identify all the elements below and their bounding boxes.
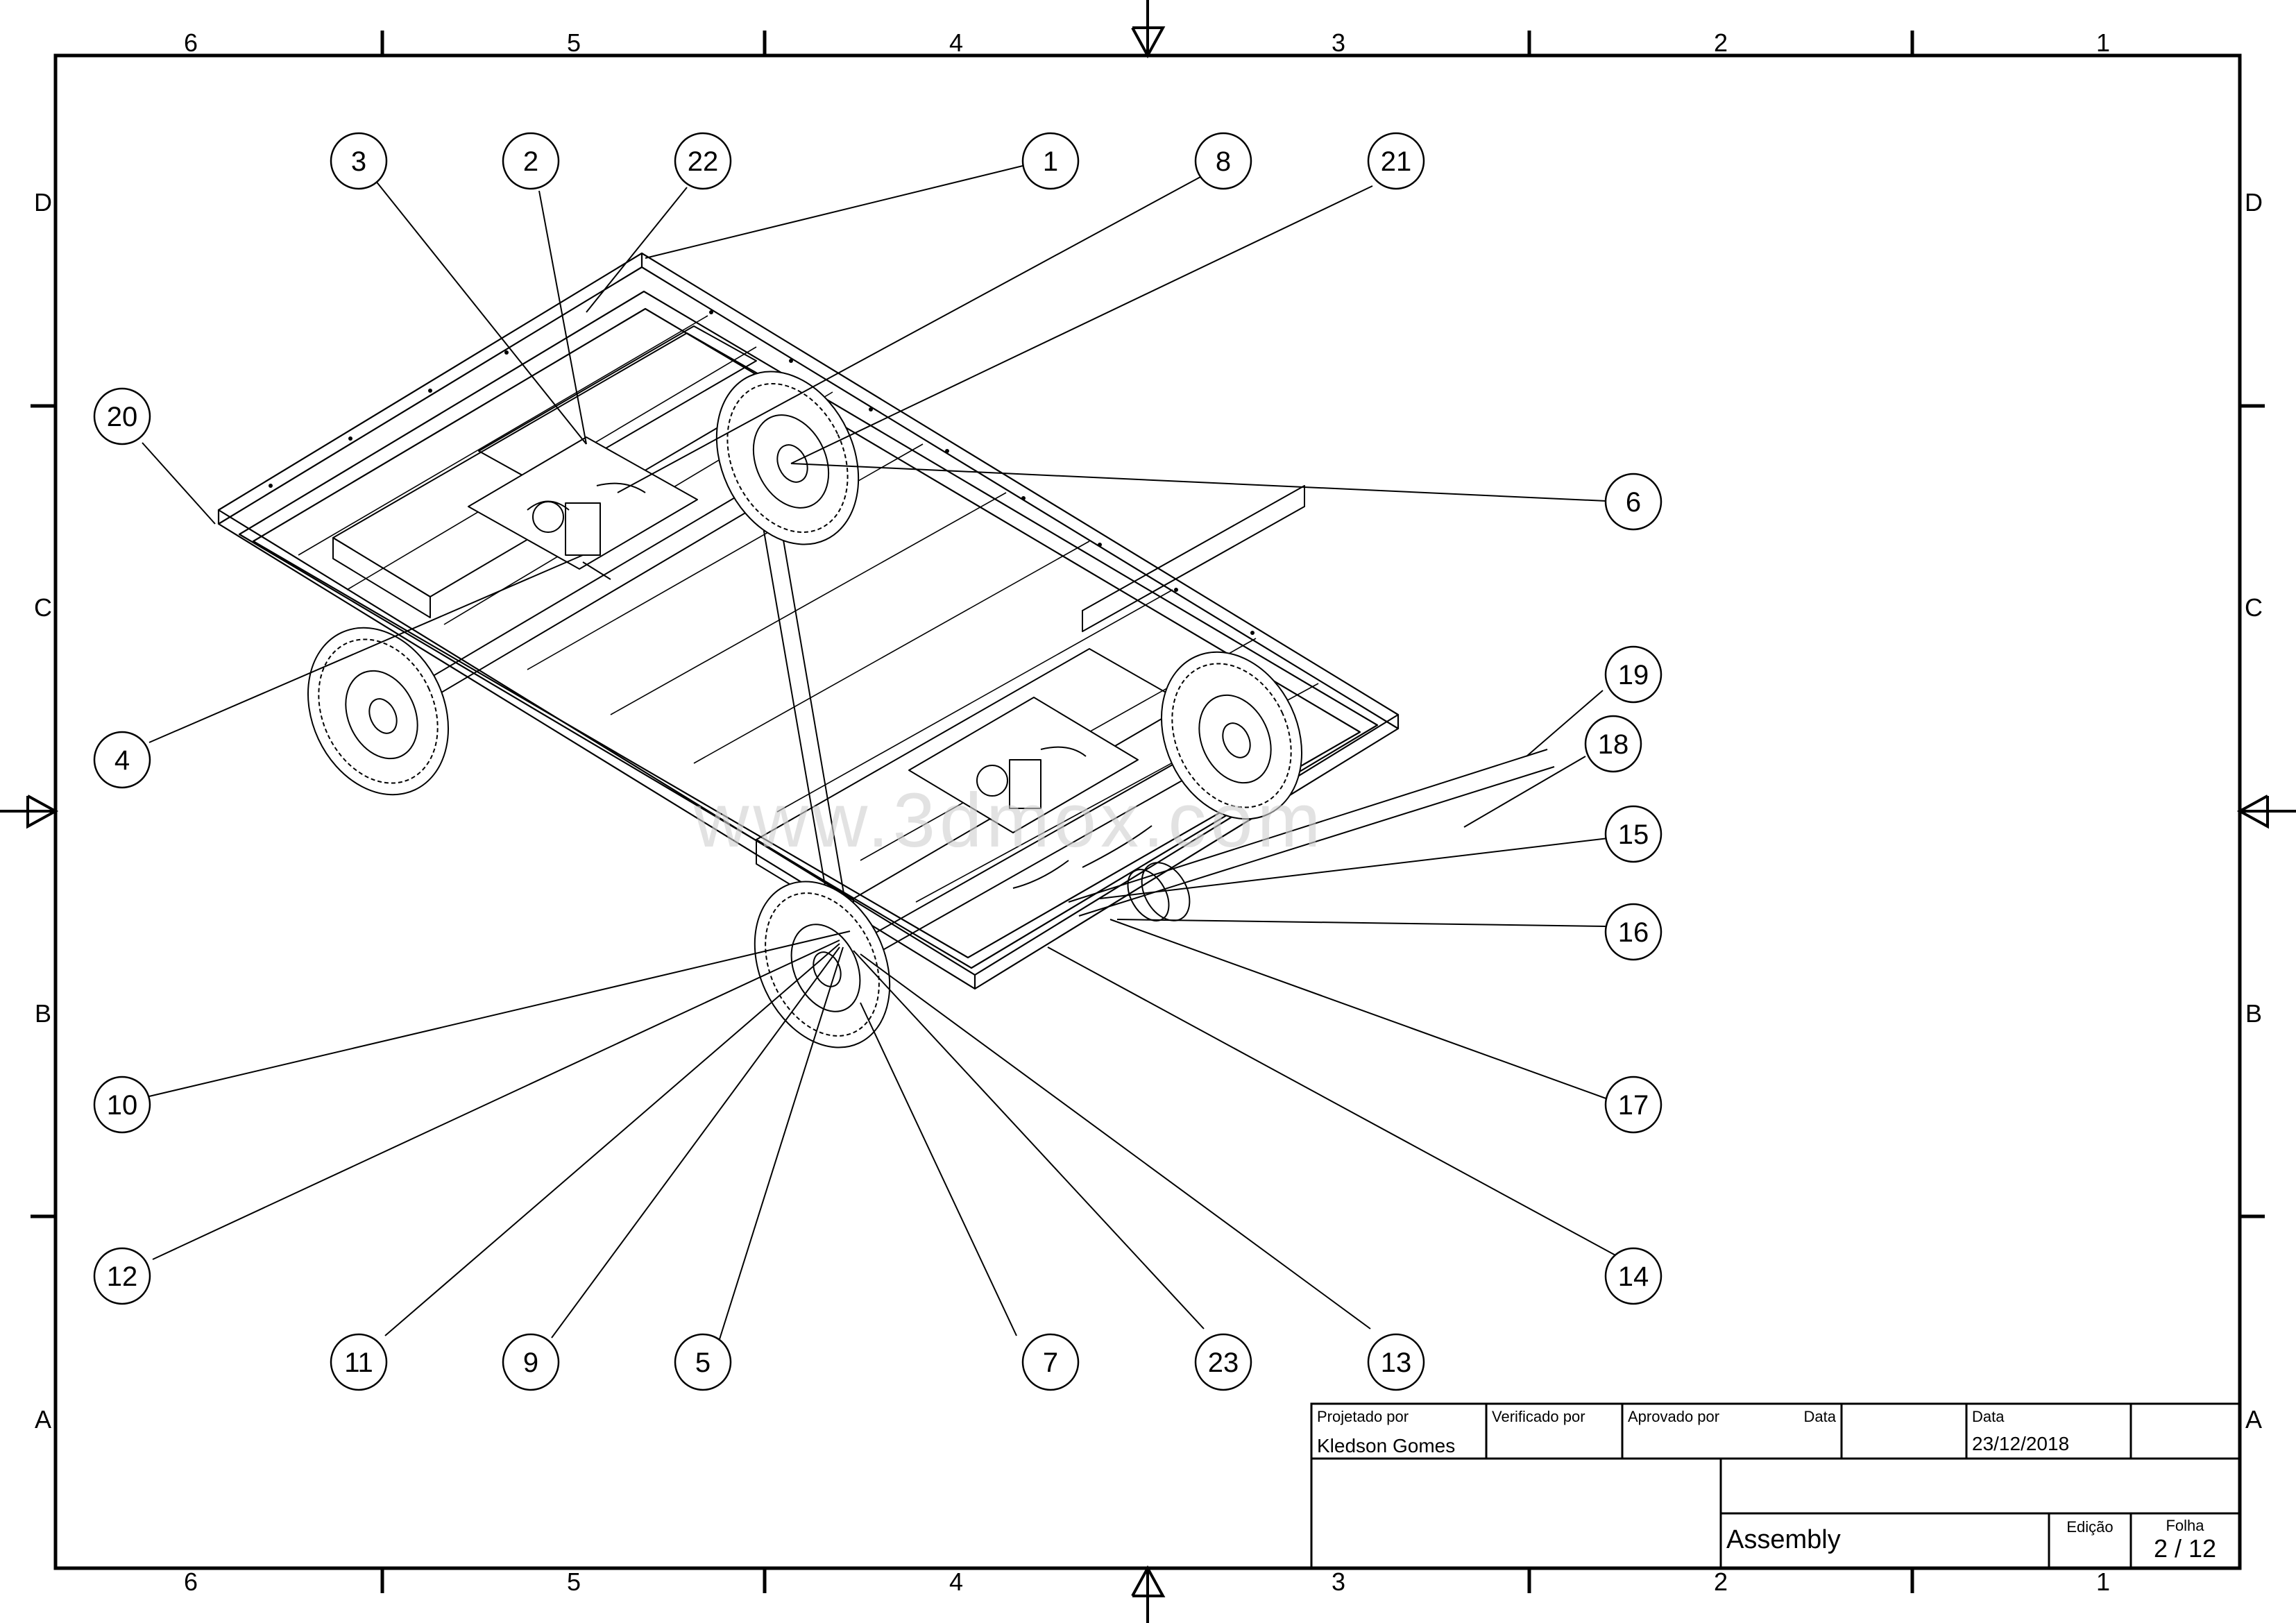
zone-col-top: 1	[2096, 28, 2110, 57]
zone-col-top: 5	[567, 28, 581, 57]
balloon-label: 8	[1216, 146, 1231, 177]
data-label: Data	[1804, 1408, 1837, 1425]
watermark-text: www.3dmox.com	[693, 778, 1325, 863]
aprovado-label: Aprovado por	[1628, 1408, 1719, 1425]
zone-col-bottom: 3	[1332, 1567, 1345, 1596]
zone-row-right: B	[2245, 999, 2262, 1028]
steering-link	[763, 523, 851, 931]
balloon-label: 10	[107, 1090, 138, 1121]
designer-name: Kledson Gomes	[1317, 1435, 1455, 1456]
balloon-label: 11	[344, 1348, 373, 1378]
projetado-label: Projetado por	[1317, 1408, 1409, 1425]
balloon-label: 21	[1381, 146, 1412, 177]
balloon-label: 3	[351, 146, 366, 177]
balloon-label: 19	[1618, 660, 1649, 690]
edicao-label: Edição	[2066, 1518, 2113, 1536]
zone-row-left: D	[34, 188, 52, 216]
zone-row-left: B	[35, 999, 51, 1028]
balloon-label: 9	[523, 1348, 538, 1378]
bed-frame	[217, 252, 1400, 990]
wheel-front-right	[715, 371, 860, 545]
zone-col-bottom: 4	[949, 1567, 963, 1596]
balloon-label: 12	[107, 1261, 138, 1292]
zone-labels: 6 5 4 3 2 1 6 5 4 3 2 1 D C B A D C B A	[34, 28, 2263, 1596]
balloons: 3 2 22 1 8 21 20 6 4 19 18 15 16 10 17 1…	[93, 132, 1663, 1391]
zone-col-bottom: 2	[1714, 1567, 1728, 1596]
rivet-dots	[269, 310, 1255, 635]
balloon-label: 17	[1618, 1090, 1649, 1121]
balloon-label: 18	[1598, 729, 1629, 760]
zone-col-bottom: 1	[2096, 1567, 2110, 1596]
zone-row-left: A	[35, 1405, 51, 1434]
zone-col-top: 2	[1714, 28, 1728, 57]
zone-col-top: 3	[1332, 28, 1345, 57]
balloon-label: 23	[1208, 1348, 1239, 1378]
axle-plate-rear	[908, 697, 1139, 833]
drawing-date: 23/12/2018	[1972, 1433, 2069, 1454]
balloon-label: 6	[1626, 487, 1641, 518]
balloon-label: 2	[523, 146, 538, 177]
zone-col-top: 6	[184, 28, 198, 57]
zone-row-left: C	[34, 593, 52, 622]
sheet-number: 2 / 12	[2154, 1534, 2216, 1563]
zone-row-right: C	[2245, 593, 2263, 622]
wheel-rear-right	[1160, 651, 1303, 820]
balloon-label: 16	[1618, 917, 1649, 948]
balloon-label: 5	[695, 1348, 711, 1378]
wheel-rear-left	[754, 881, 891, 1048]
folha-label: Folha	[2166, 1517, 2204, 1534]
balloon-label: 22	[688, 146, 719, 177]
zone-col-top: 4	[949, 28, 963, 57]
zone-col-bottom: 6	[184, 1567, 198, 1596]
balloon-label: 14	[1618, 1261, 1649, 1292]
balloon-label: 7	[1043, 1348, 1058, 1378]
axle-plate-front	[468, 436, 698, 570]
cross-members	[332, 325, 1305, 924]
balloon-label: 20	[107, 402, 138, 432]
balloon-label: 1	[1043, 146, 1058, 177]
balloon-label: 15	[1618, 819, 1649, 850]
balloon	[93, 132, 1663, 1391]
verificado-label: Verificado por	[1492, 1408, 1585, 1425]
zone-col-bottom: 5	[567, 1567, 581, 1596]
balloon-label: 4	[114, 745, 130, 776]
data-label: Data	[1972, 1408, 2005, 1425]
balloon-label: 13	[1381, 1348, 1412, 1378]
zone-row-right: A	[2245, 1405, 2262, 1434]
drawing-title: Assembly	[1726, 1525, 1841, 1554]
rear-axle	[825, 749, 1555, 979]
wheel-front-left	[307, 627, 450, 796]
zone-row-right: D	[2245, 188, 2263, 216]
leader-lines	[142, 164, 1617, 1340]
assembly-drawing	[217, 252, 1555, 1048]
front-axle	[384, 478, 774, 722]
title-block: Projetado por Verificado por Aprovado po…	[1310, 1402, 2241, 1570]
